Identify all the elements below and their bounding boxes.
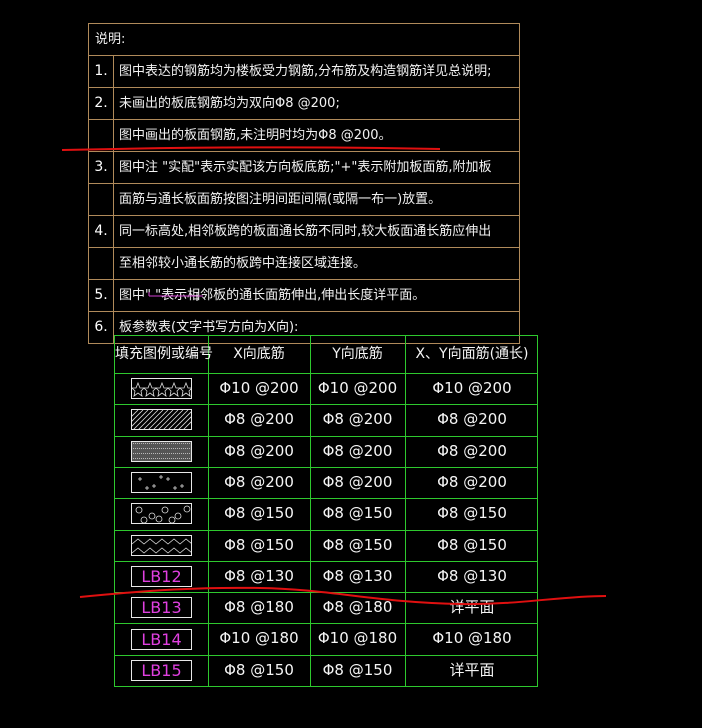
- note-text: 至相邻较小通长筋的板跨中连接区域连接。: [119, 256, 367, 271]
- slab-tag: LB13: [131, 597, 192, 619]
- note-text: 面筋与通长板面筋按图注明间距间隔(或隔一布一)放置。: [119, 192, 442, 207]
- note-number: 3.: [89, 152, 114, 183]
- notes-header: 说明:: [95, 32, 126, 47]
- dense-dot-hatch-icon: [131, 440, 192, 462]
- note-text: 图中画出的板面钢筋,未注明时均为Φ8 @200。: [119, 128, 392, 143]
- note-text: 同一标高处,相邻板跨的板面通长筋不同时,较大板面通长筋应伸出: [119, 224, 492, 239]
- note-row: 3. 图中注 "实配"表示实配该方向板底筋;"+"表示附加板面筋,附加板: [89, 151, 519, 183]
- zigzag-hatch-icon: [131, 534, 192, 556]
- y-bottom-rebar: Φ10 @180: [317, 629, 398, 648]
- x-bottom-rebar: Φ8 @150: [224, 660, 294, 679]
- note-row: 5. 图中" "表示相邻板的通长面筋伸出,伸出长度详平面。: [89, 279, 519, 311]
- y-bottom-rebar: Φ8 @150: [322, 504, 393, 523]
- star-hatch-icon: [131, 378, 192, 400]
- note-number: [89, 184, 114, 215]
- note-row: 4. 同一标高处,相邻板跨的板面通长筋不同时,较大板面通长筋应伸出: [89, 215, 519, 247]
- note-number: 2.: [89, 88, 114, 119]
- y-bottom-rebar: Φ8 @150: [322, 535, 393, 554]
- y-bottom-rebar: Φ8 @200: [322, 410, 393, 429]
- note-row: 至相邻较小通长筋的板跨中连接区域连接。: [89, 247, 519, 279]
- plus-hatch-icon: [131, 472, 192, 494]
- note-number: [89, 248, 114, 279]
- column-header: 填充图例或编号: [115, 346, 213, 362]
- slab-tag: LB15: [131, 659, 192, 681]
- xy-top-rebar: Φ8 @150: [437, 535, 507, 554]
- y-bottom-rebar: Φ8 @150: [322, 660, 393, 679]
- note-number: 6.: [89, 312, 114, 343]
- note-text: 图中注 "实配"表示实配该方向板底筋;"+"表示附加板面筋,附加板: [119, 160, 492, 175]
- markup-line: [61, 146, 441, 151]
- y-bottom-rebar: Φ8 @200: [322, 472, 393, 491]
- y-bottom-rebar: Φ10 @200: [317, 379, 398, 397]
- note-number: [89, 120, 114, 151]
- note-row: 1. 图中表达的钢筋均为楼板受力钢筋,分布筋及构造钢筋详见总说明;: [89, 55, 519, 87]
- slab-tag: LB12: [131, 565, 192, 587]
- rebar-extension-symbol-icon: [148, 292, 203, 301]
- markup-line: [79, 586, 607, 606]
- xy-top-rebar: Φ8 @130: [437, 566, 507, 585]
- note-number: 1.: [89, 56, 114, 87]
- x-bottom-rebar: Φ8 @150: [224, 504, 294, 523]
- xy-top-rebar: Φ10 @200: [432, 379, 512, 397]
- xy-top-rebar: Φ8 @200: [437, 410, 507, 429]
- xy-top-rebar: Φ8 @200: [437, 441, 507, 460]
- x-bottom-rebar: Φ8 @150: [224, 535, 294, 554]
- note-text: 图中" "表示相邻板的通长面筋伸出,伸出长度详平面。: [119, 288, 426, 303]
- xy-top-rebar: Φ8 @200: [437, 472, 507, 491]
- diagonal-hatch-icon: [131, 409, 192, 431]
- x-bottom-rebar: Φ10 @180: [219, 629, 299, 648]
- x-bottom-rebar: Φ8 @180: [224, 598, 294, 617]
- note-text: 图中表达的钢筋均为楼板受力钢筋,分布筋及构造钢筋详见总说明;: [119, 64, 492, 79]
- slab-tag: LB14: [131, 628, 192, 650]
- x-bottom-rebar: Φ8 @130: [224, 566, 294, 585]
- xy-top-rebar: Φ8 @150: [437, 504, 507, 523]
- note-row: 2. 未画出的板底钢筋均为双向Φ8 @200;: [89, 87, 519, 119]
- column-header: X向底筋: [233, 346, 285, 362]
- xy-top-rebar: 详平面: [449, 660, 495, 679]
- column-header: Y向底筋: [332, 346, 383, 362]
- notes-box: 说明: 1. 图中表达的钢筋均为楼板受力钢筋,分布筋及构造钢筋详见总说明; 2. 未…: [88, 23, 520, 344]
- y-bottom-rebar: Φ8 @130: [322, 566, 393, 585]
- y-bottom-rebar: Φ8 @180: [322, 598, 393, 617]
- circle-hatch-icon: [131, 503, 192, 525]
- notes-header-row: 说明:: [89, 24, 519, 55]
- note-row: 面筋与通长板面筋按图注明间距间隔(或隔一布一)放置。: [89, 183, 519, 215]
- x-bottom-rebar: Φ8 @200: [224, 472, 294, 491]
- x-bottom-rebar: Φ10 @200: [219, 379, 299, 397]
- x-bottom-rebar: Φ8 @200: [224, 410, 294, 429]
- note-text: 板参数表(文字书写方向为X向):: [119, 320, 299, 335]
- x-bottom-rebar: Φ8 @200: [224, 441, 294, 460]
- xy-top-rebar: Φ10 @180: [432, 629, 512, 648]
- xy-top-rebar: 详平面: [449, 598, 495, 617]
- note-text: 未画出的板底钢筋均为双向Φ8 @200;: [119, 96, 340, 111]
- note-row: 图中画出的板面钢筋,未注明时均为Φ8 @200。: [89, 119, 519, 151]
- y-bottom-rebar: Φ8 @200: [322, 441, 393, 460]
- note-row: 6. 板参数表(文字书写方向为X向):: [89, 311, 519, 343]
- column-header: X、Y向面筋(通长): [415, 346, 529, 362]
- note-number: 4.: [89, 216, 114, 247]
- note-number: 5.: [89, 280, 114, 311]
